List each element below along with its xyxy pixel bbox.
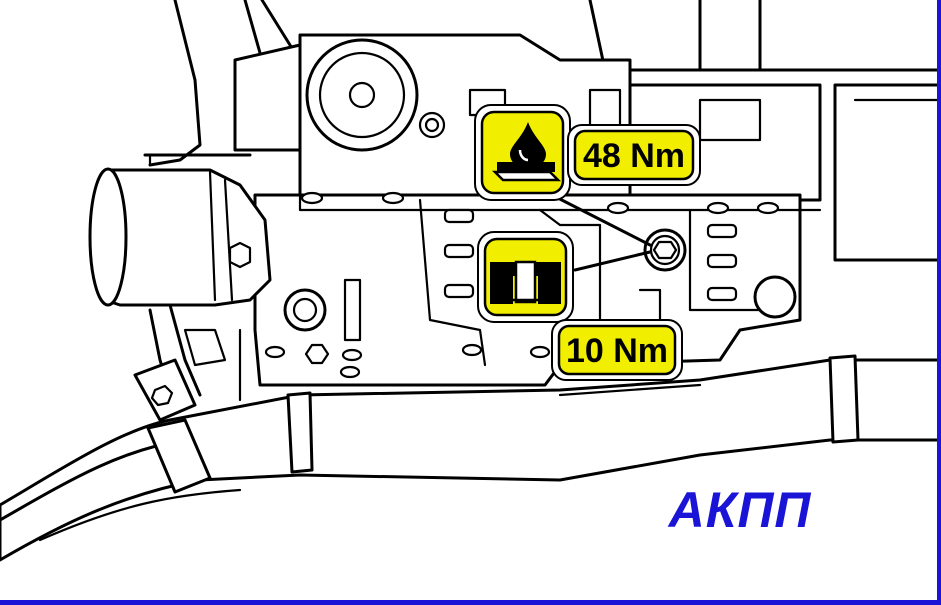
hose-bracket xyxy=(133,303,242,422)
drain-bolt-callout xyxy=(477,231,574,323)
torque-value-10: 10 Nm xyxy=(566,332,668,370)
leader-lines xyxy=(546,191,652,272)
torque-label-10: 10 Nm xyxy=(551,319,683,381)
flange-bolts xyxy=(264,191,780,379)
torque-value-48: 48 Nm xyxy=(583,137,685,175)
lower-hose xyxy=(0,354,941,562)
oil-drop-callout xyxy=(474,104,571,201)
drain-plug xyxy=(643,228,687,272)
left-pipe xyxy=(88,153,272,307)
transmission-caption: АКПП xyxy=(667,482,812,538)
drain-bolt-section-icon xyxy=(490,260,561,304)
oil-drop-icon xyxy=(491,122,562,182)
torque-label-48: 48 Nm xyxy=(567,124,701,186)
